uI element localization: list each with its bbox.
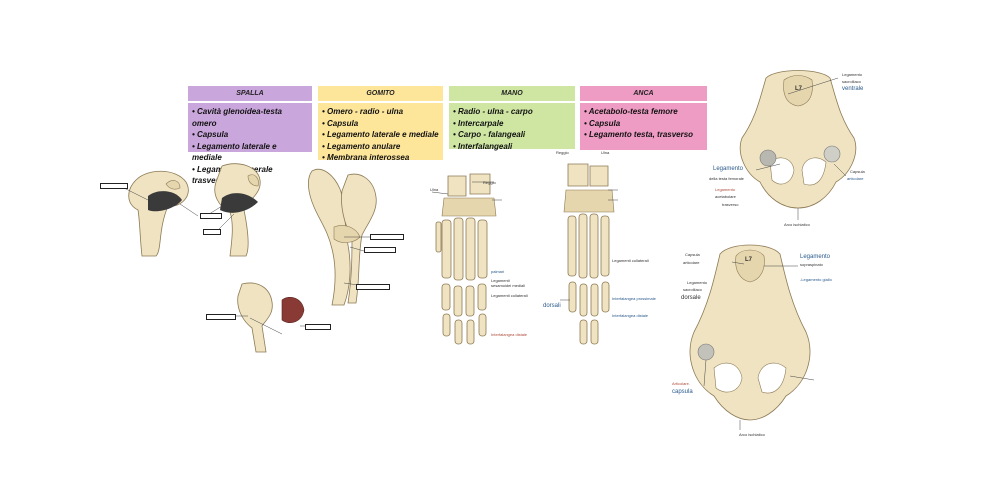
box-spalla: Cavità glenoidea-testa omero Capsula Leg… bbox=[188, 103, 312, 185]
spalla-item: Legamento laterale e mediale bbox=[192, 141, 308, 164]
mano-interfalangea-distale: Interfalangea distale bbox=[491, 332, 528, 337]
gomito-item: Legamento laterale e mediale bbox=[322, 129, 439, 141]
anca-top-ventrale: ventrale bbox=[842, 86, 864, 92]
mano-item: Interfalangeali bbox=[453, 141, 571, 153]
anca-top-arco: Arco ischiatico bbox=[784, 222, 810, 227]
anca-item: Acetabolo-testa femore bbox=[584, 106, 703, 118]
mano-mediali: Legamenti sesamoidei mediali bbox=[491, 278, 526, 288]
anca-bottom-articolare: articolare bbox=[683, 260, 700, 265]
anca-top-legamento-acetabolare: Legamento bbox=[715, 187, 736, 192]
paw-palmar-illustration bbox=[431, 173, 502, 345]
gomito-item: Membrana interossea bbox=[322, 152, 439, 164]
shoulder-bottom-illustration bbox=[226, 282, 314, 353]
anca-bottom-capsula: Capsula bbox=[685, 252, 700, 257]
shoulder-joint-illustration bbox=[119, 163, 261, 257]
gomito-item: Omero - radio - ulna bbox=[322, 106, 439, 118]
mano-reggio: Reggio bbox=[483, 180, 496, 185]
mano-dorsali: dorsali bbox=[543, 303, 561, 309]
anca-top-sacroiliaco: sacroiliaco bbox=[842, 79, 861, 84]
mano-legamenti-collaterali-r: Legamenti collaterali bbox=[612, 258, 649, 263]
gomito-item: Legamento anulare bbox=[322, 141, 439, 153]
box-mano: Radio - ulna - carpo Intercarpale Carpo … bbox=[449, 103, 575, 151]
mano-reggio-right: Reggio bbox=[556, 150, 569, 155]
anca-item: Capsula bbox=[584, 118, 703, 130]
paw-dorsal-illustration bbox=[560, 163, 618, 345]
mano-ulna-left: Ulna bbox=[430, 187, 439, 192]
mano-palmari: palmari bbox=[491, 269, 505, 274]
anca-bottom-sopraspinato: sopraspinato bbox=[800, 262, 823, 267]
anca-bottom-sacroiliaco: sacroiliaco bbox=[683, 287, 702, 292]
box-gomito: Omero - radio - ulna Capsula Legamento l… bbox=[318, 103, 443, 162]
anca-top-acetabolare: acetabolare bbox=[715, 194, 736, 199]
mano-item: Intercarpale bbox=[453, 118, 571, 130]
anca-bottom-arco: Arco ischiatico bbox=[739, 432, 765, 437]
label-tag bbox=[203, 229, 221, 235]
label-tag bbox=[200, 213, 222, 219]
mano-interfalangea-distale-r: Interfalangea distale bbox=[612, 313, 649, 318]
label-tag bbox=[370, 234, 404, 240]
anca-top-trasverso: trasverso bbox=[722, 202, 739, 207]
anca-item: Legamento testa, trasverso bbox=[584, 129, 703, 141]
gomito-item: Capsula bbox=[322, 118, 439, 130]
header-mano: MANO bbox=[449, 86, 575, 101]
label-tag bbox=[356, 284, 390, 290]
header-anca: ANCA bbox=[580, 86, 707, 101]
label-tag bbox=[206, 314, 236, 320]
header-gomito: GOMITO bbox=[318, 86, 443, 101]
anca-top-articolare: articolare bbox=[847, 176, 864, 181]
mano-item: Carpo - falangeali bbox=[453, 129, 571, 141]
pelvis-dorsal-illustration bbox=[689, 244, 815, 430]
anca-bottom-legamento: Legamento bbox=[800, 254, 831, 260]
mano-ulna-right: Ulna bbox=[601, 150, 610, 155]
elbow-joint-illustration bbox=[308, 168, 377, 306]
anca-top-testa-femorale: della testa femorale bbox=[709, 176, 744, 181]
anca-bottom-articolare-left: Articolare. bbox=[672, 381, 691, 386]
anca-top-l7: L7 bbox=[795, 86, 803, 92]
spalla-item: Cavità glenoidea-testa omero bbox=[192, 106, 308, 129]
spalla-item: Capsula bbox=[192, 129, 308, 141]
label-tag bbox=[305, 324, 331, 330]
mano-interfalangea-prossimale: Interfalangea prossimale bbox=[612, 296, 656, 301]
anca-top-legamento-left: Legamento bbox=[713, 166, 744, 172]
mano-item: Radio - ulna - carpo bbox=[453, 106, 571, 118]
label-tag bbox=[364, 247, 396, 253]
anca-bottom-legamento-sac: Legamento bbox=[687, 280, 708, 285]
anca-bottom-dorsale: dorsale bbox=[681, 295, 701, 301]
pelvis-ventral-illustration bbox=[739, 70, 857, 220]
anca-bottom-l7: L7 bbox=[745, 257, 753, 263]
anca-bottom-capsula-left: capsula bbox=[672, 389, 693, 395]
mano-collaterali: Legamenti collaterali bbox=[491, 293, 528, 298]
anca-bottom-giallo: -Legamento giallo bbox=[800, 277, 832, 282]
anca-top-capsula: Capsula bbox=[850, 169, 865, 174]
label-tag bbox=[100, 183, 128, 189]
anca-top-legamento: Legamento bbox=[842, 72, 863, 77]
box-anca: Acetabolo-testa femore Capsula Legamento… bbox=[580, 103, 707, 150]
header-spalla: SPALLA bbox=[188, 86, 312, 101]
